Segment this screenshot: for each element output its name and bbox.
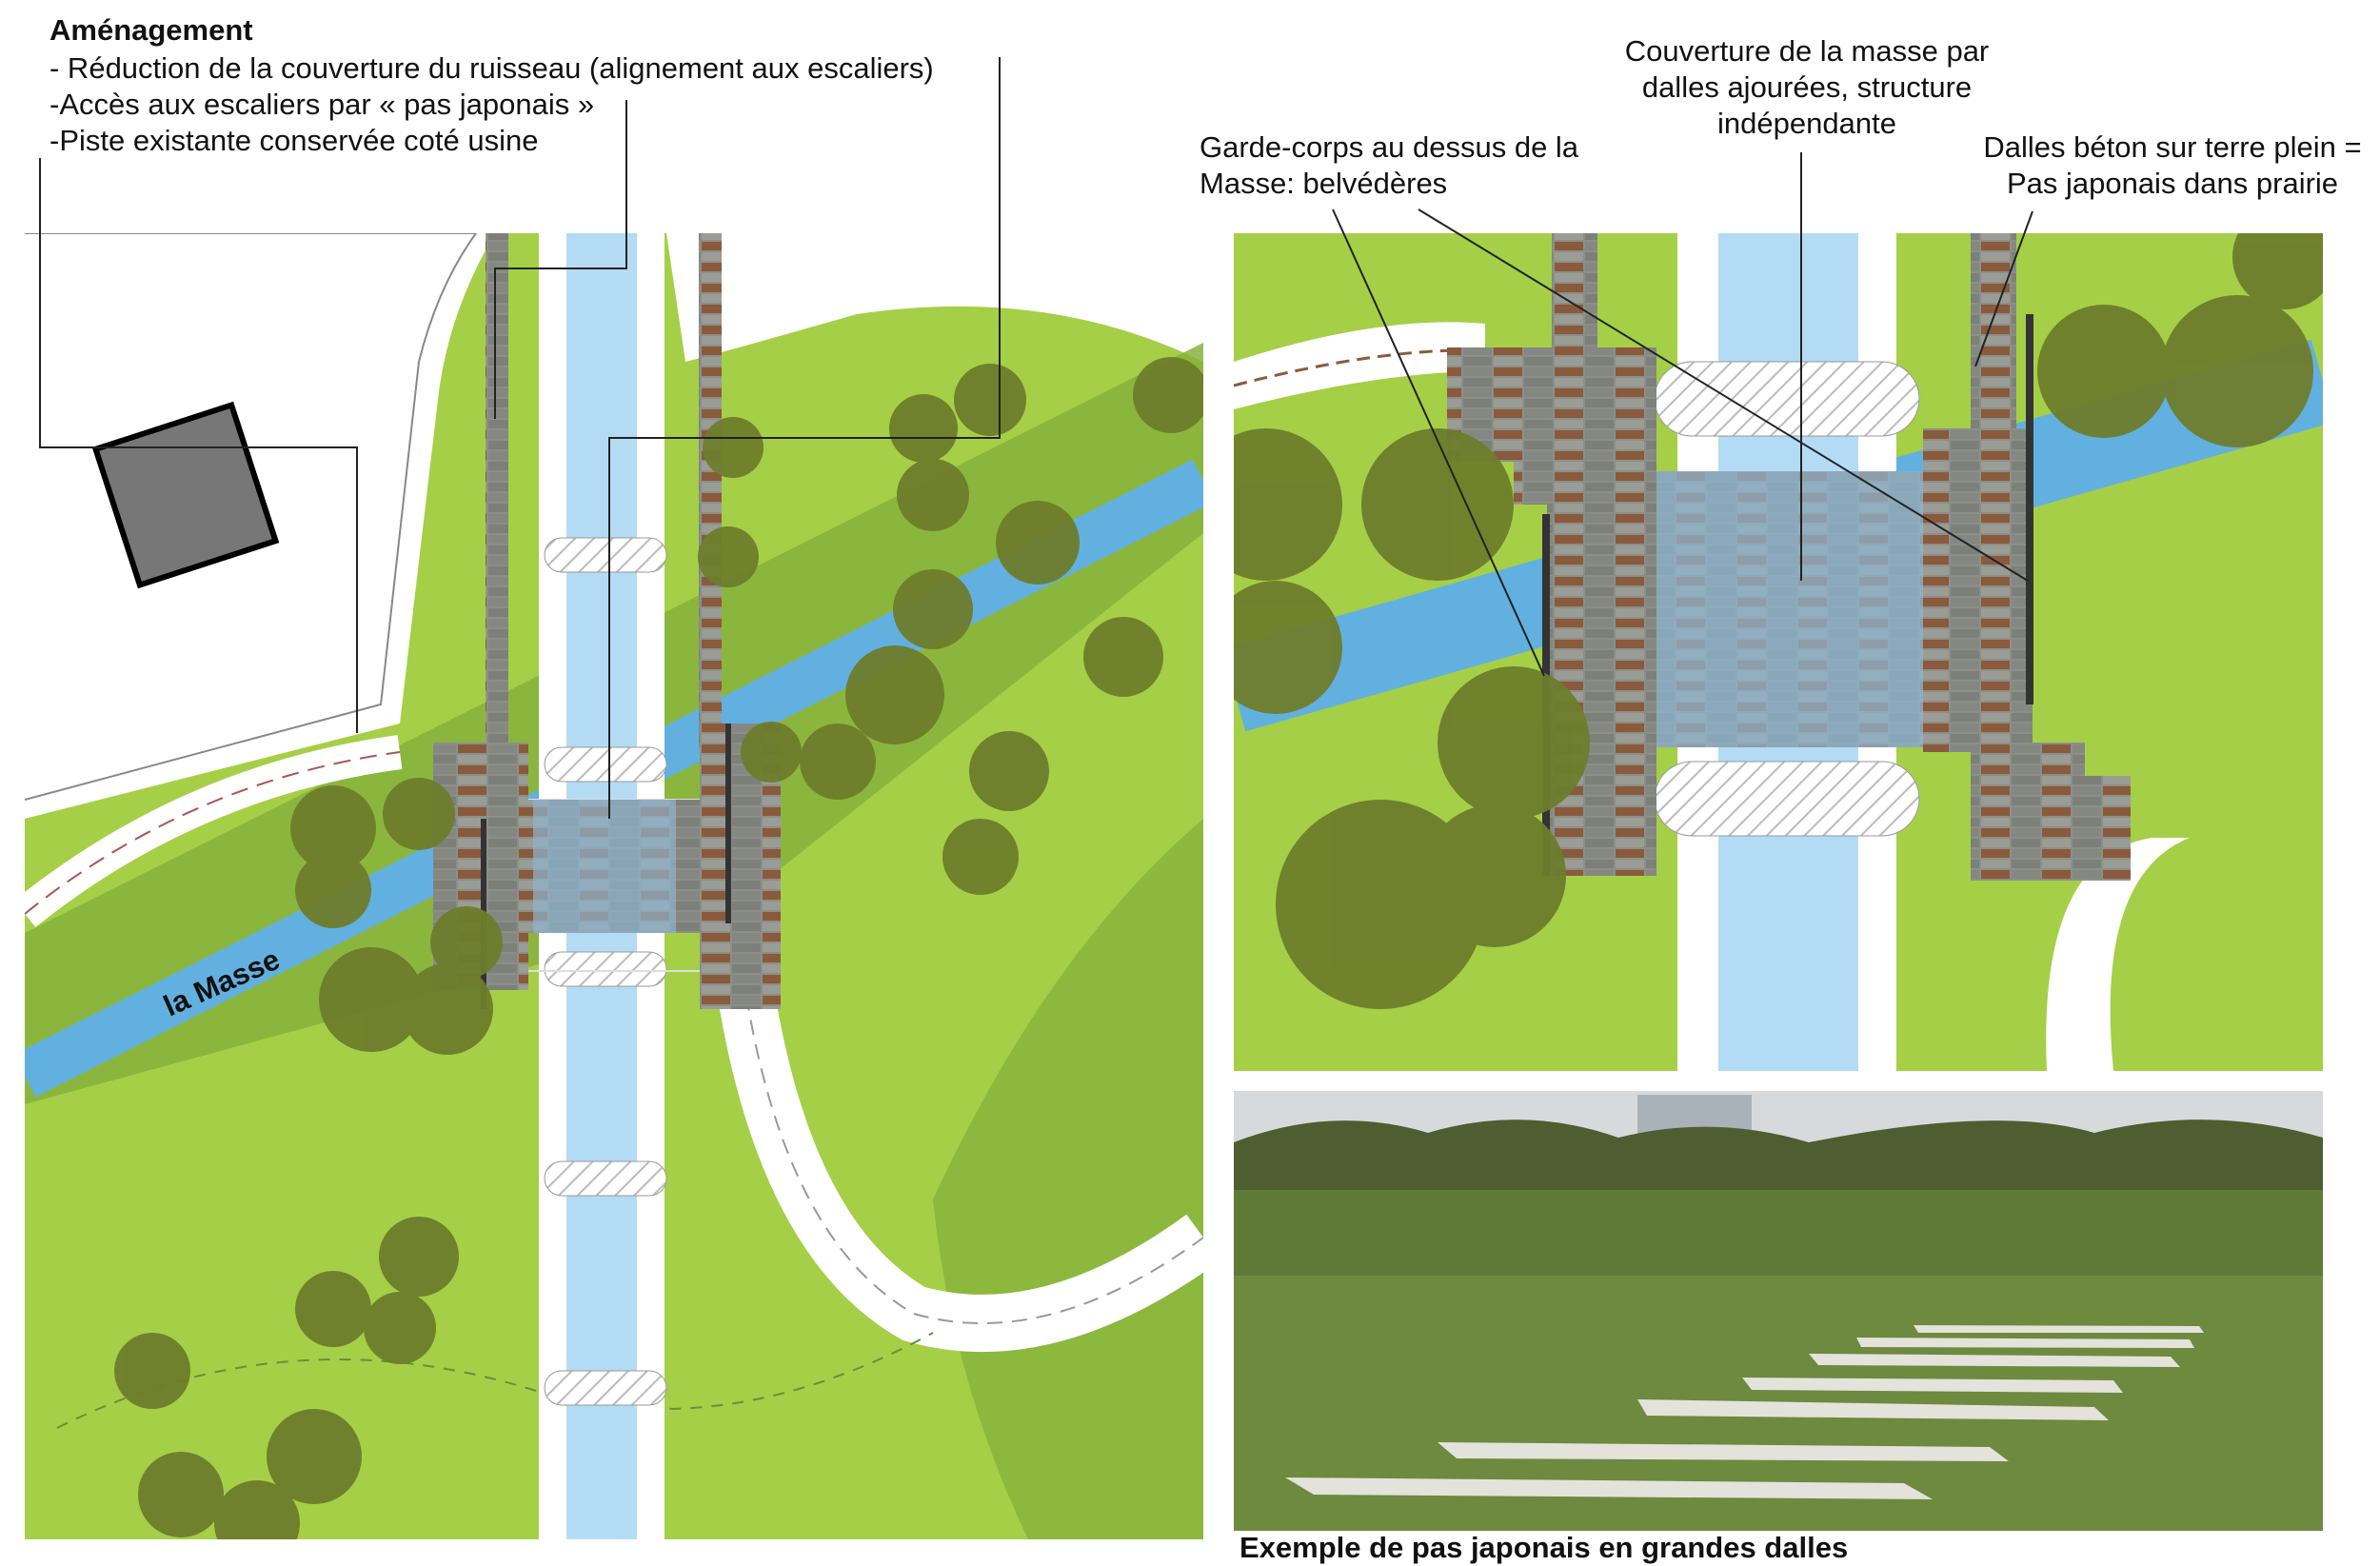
annotation-cover-2: dalles ajourées, structure bbox=[1642, 70, 1972, 104]
stepping-slabs bbox=[1285, 1325, 2204, 1499]
photo-caption: Exemple de pas japonais en grandes dalle… bbox=[1240, 1531, 1848, 1564]
intro-leaders bbox=[39, 57, 1001, 819]
example-photo bbox=[1234, 1091, 2323, 1531]
annotation-cover-3: indépendante bbox=[1717, 107, 1896, 140]
annotation-slabs-1: Dalles béton sur terre plein = bbox=[1983, 130, 2361, 164]
annotation-railing-2: Masse: belvédères bbox=[1200, 167, 1447, 200]
intro-line-1: - Réduction de la couverture du ruisseau… bbox=[50, 51, 934, 85]
bridge-overview bbox=[433, 724, 781, 1009]
bridge-detail-plan bbox=[1234, 233, 2323, 1071]
intro-text: Aménagement - Réduction de la couverture… bbox=[50, 13, 934, 157]
annotation-slabs-2: Pas japonais dans prairie bbox=[2007, 167, 2338, 200]
trees-detail bbox=[1234, 233, 2323, 1009]
intro-line-3: -Piste existante conservée coté usine bbox=[50, 124, 539, 157]
factory-building bbox=[91, 401, 280, 589]
annotation-cover-1: Couverture de la masse par bbox=[1625, 34, 1990, 68]
annotation-railing-1: Garde-corps au dessus de la bbox=[1200, 130, 1579, 164]
intro-title: Aménagement bbox=[50, 13, 253, 47]
intro-line-2: -Accès aux escaliers par « pas japonais … bbox=[50, 88, 594, 121]
annotations: Couverture de la masse par dalles ajouré… bbox=[1200, 34, 2362, 200]
bridge-detail bbox=[1447, 233, 2131, 881]
site-plan-overview: la Masse bbox=[25, 233, 1203, 1539]
annotation-leaders bbox=[1332, 152, 2033, 677]
trees bbox=[114, 357, 1203, 1539]
